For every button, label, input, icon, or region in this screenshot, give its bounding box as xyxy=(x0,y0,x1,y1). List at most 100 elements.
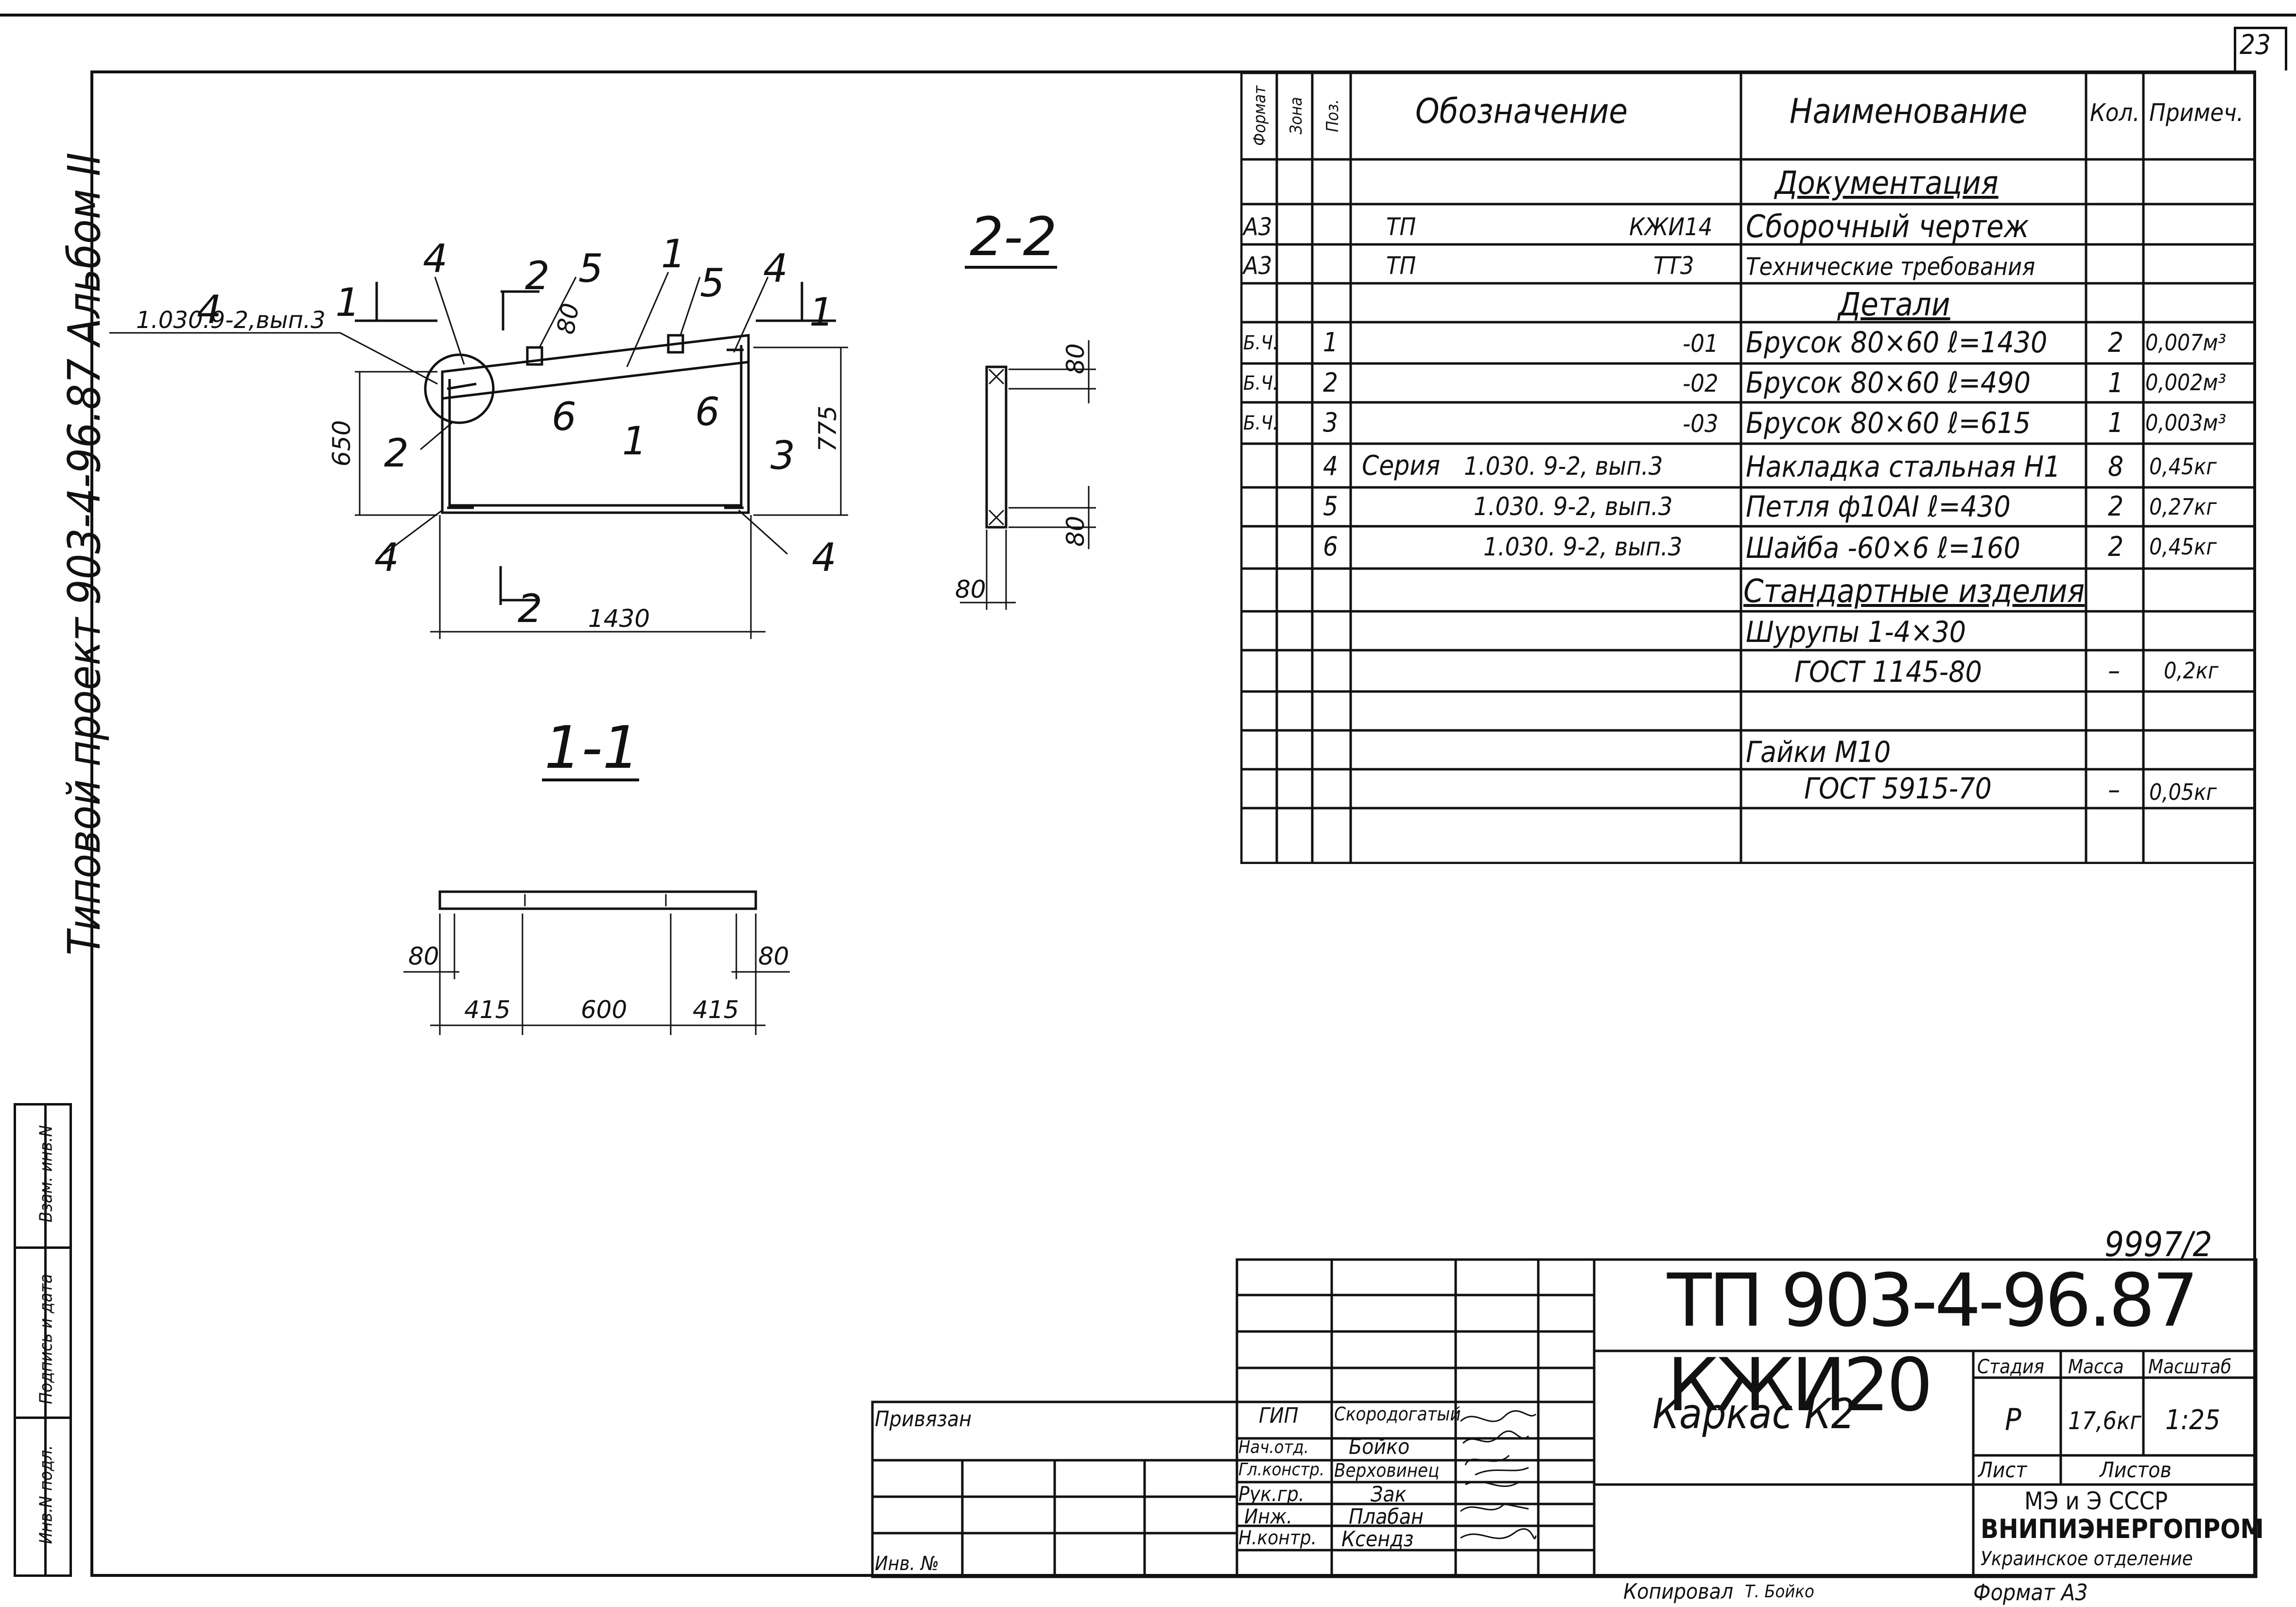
row-name: Брусок 80×60 ℓ=490 xyxy=(1746,366,2031,400)
header-qty: Кол. xyxy=(2090,99,2140,127)
inv-no-label: Инв. № xyxy=(875,1553,939,1575)
row-name: Детали xyxy=(1838,286,1950,323)
stage-label: Стадия xyxy=(1977,1356,2045,1378)
row-des-left: ТП xyxy=(1386,213,1416,241)
org-line2: ВНИПИЭНЕРГОПРОМ xyxy=(1981,1514,2264,1544)
role-name: Верховинец xyxy=(1334,1460,1440,1481)
row-des-left: Серия xyxy=(1362,450,1441,482)
row-pos: 1 xyxy=(1323,327,1338,358)
row-des-right: -02 xyxy=(1683,369,1719,397)
left-margin-stamp xyxy=(14,1103,72,1577)
row-name: ГОСТ 1145-80 xyxy=(1794,655,1982,689)
dim-80-b: 80 xyxy=(1061,516,1090,547)
scale-label: Масштаб xyxy=(2148,1356,2232,1378)
pos-label: 4 xyxy=(197,287,222,332)
role-name: Скородогатый xyxy=(1334,1403,1461,1425)
row-des-right: -03 xyxy=(1683,410,1719,438)
row-note: 0,003м³ xyxy=(2145,410,2226,436)
sheet-number: 23 xyxy=(2240,29,2271,61)
row-pos: 3 xyxy=(1323,407,1338,438)
section-mark: 1 xyxy=(335,280,360,325)
stage-value: Р xyxy=(2005,1402,2021,1437)
pos-label: 4 xyxy=(812,535,836,580)
role-label: Инж. xyxy=(1244,1504,1293,1528)
row-qty: 2 xyxy=(2108,327,2124,359)
row-note: 0,27кг xyxy=(2149,494,2217,520)
row-name: Стандартные изделия xyxy=(1743,572,2085,610)
row-qty: 1 xyxy=(2108,407,2124,439)
row-note: 0,2кг xyxy=(2164,657,2219,684)
row-name: Сборочный чертеж xyxy=(1746,209,2029,245)
role-name: Бойко xyxy=(1349,1434,1410,1459)
drawing-views: 2-2 1-1 1.030.9-2,вып.3 4 4 2 5 1 5 4 6 … xyxy=(109,206,1096,1035)
sheet-number-box xyxy=(2234,27,2287,70)
row-qty: – xyxy=(2108,655,2121,687)
row-note: 0,007м³ xyxy=(2145,329,2226,356)
privyazan-label: Привязан xyxy=(875,1407,972,1432)
copied-label: Копировал xyxy=(1623,1579,1734,1604)
pos-label: 3 xyxy=(770,433,795,478)
sheet-top-line xyxy=(0,14,2296,17)
row-qty: 1 xyxy=(2108,367,2124,399)
pos-label: 2 xyxy=(384,431,409,476)
copied-by: Т. Бойко xyxy=(1745,1582,1814,1602)
dim-80-l: 80 xyxy=(408,942,439,970)
row-format: Б.Ч. xyxy=(1243,332,1279,354)
sheets-label: Листов xyxy=(2100,1458,2172,1483)
sheet-label: Лист xyxy=(1978,1458,2027,1483)
row-name: Гайки М10 xyxy=(1746,735,1891,769)
row-name: Брусок 80×60 ℓ=1430 xyxy=(1746,326,2048,360)
dim-415-l: 415 xyxy=(464,996,510,1024)
pos-label: 5 xyxy=(578,246,603,291)
dim-80-r: 80 xyxy=(758,942,789,970)
dim-80-c: 80 xyxy=(955,575,986,604)
row-qty: – xyxy=(2108,774,2121,806)
row-des-left: ТП xyxy=(1386,252,1416,280)
role-name: Зак xyxy=(1371,1482,1407,1507)
row-des-right: ТТ3 xyxy=(1653,252,1694,280)
row-des-right: 1.030. 9-2, вып.3 xyxy=(1464,452,1663,481)
row-des-right: 1.030. 9-2, вып.3 xyxy=(1474,492,1673,521)
title-code: ТП 903-4-96.87 КЖИ20 xyxy=(1667,1259,2199,1428)
row-des-right: 1.030. 9-2, вып.3 xyxy=(1483,533,1683,562)
signatures xyxy=(1460,1410,1537,1539)
title-name: Каркас К2 xyxy=(1652,1390,1855,1438)
pos-label: 4 xyxy=(374,535,399,580)
row-pos: 4 xyxy=(1323,451,1338,482)
row-note: 0,05кг xyxy=(2149,779,2217,805)
pos-label: 6 xyxy=(552,394,576,439)
header-note: Примеч. xyxy=(2149,99,2244,127)
callout-4-note: 1.030.9-2,вып.3 xyxy=(136,307,326,334)
row-qty: 2 xyxy=(2108,491,2124,522)
pos-label: 4 xyxy=(423,236,448,281)
mass-label: Масса xyxy=(2068,1356,2124,1378)
dim-415-r: 415 xyxy=(693,996,739,1024)
pos-label: 2 xyxy=(525,253,550,298)
dim-650: 650 xyxy=(328,420,356,467)
row-name: Шурупы 1-4×30 xyxy=(1746,615,1966,649)
row-name: ГОСТ 5915-70 xyxy=(1804,772,1992,806)
header-designation: Обозначение xyxy=(1415,91,1628,131)
role-label: Нач.отд. xyxy=(1238,1437,1309,1457)
scale-value: 1:25 xyxy=(2165,1404,2221,1436)
dim-1430: 1430 xyxy=(588,605,650,633)
row-format: А3 xyxy=(1243,252,1272,280)
row-name: Шайба -60×6 ℓ=160 xyxy=(1746,531,2020,565)
section-1-1-title: 1-1 xyxy=(544,714,640,782)
row-pos: 2 xyxy=(1323,367,1338,398)
section-2-2-title: 2-2 xyxy=(970,206,1057,268)
pos-label: 1 xyxy=(661,231,686,276)
row-qty: 2 xyxy=(2108,531,2124,563)
section-mark: 2 xyxy=(518,586,542,631)
format-note: Формат А3 xyxy=(1973,1579,2088,1606)
role-label: Гл.констр. xyxy=(1238,1460,1325,1480)
row-note: 0,002м³ xyxy=(2145,369,2226,396)
row-pos: 5 xyxy=(1323,491,1338,521)
row-des-right: КЖИ14 xyxy=(1629,213,1713,241)
org-line1: МЭ и Э СССР xyxy=(2024,1487,2168,1515)
row-pos: 6 xyxy=(1323,531,1338,562)
section-mark: 1 xyxy=(809,290,834,335)
row-name: Документация xyxy=(1775,164,1999,202)
pos-label: 4 xyxy=(763,246,788,291)
